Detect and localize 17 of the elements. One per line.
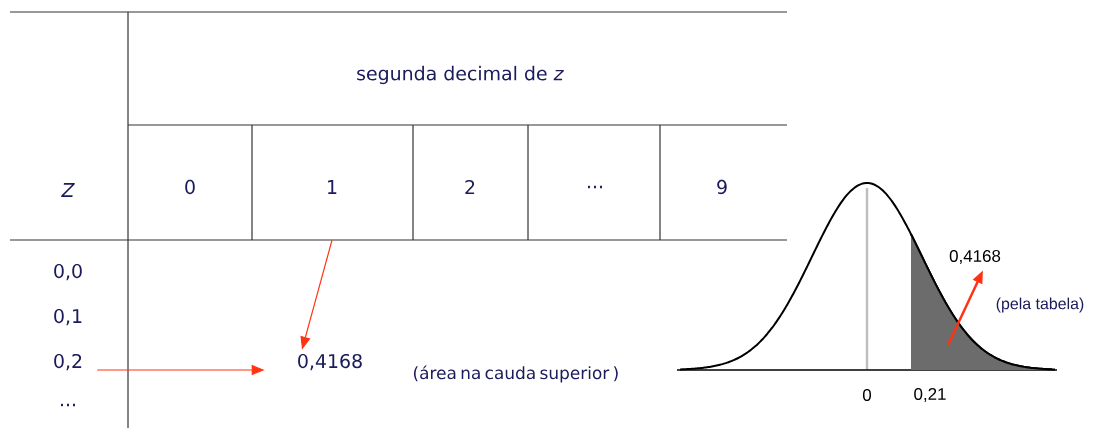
column-header: 1 [328, 180, 337, 194]
row-label: ... [61, 403, 75, 407]
column-header: 2 [465, 180, 475, 195]
edge-label: (pela tabela) [994, 296, 1086, 314]
table-value: 0,4168 [298, 353, 362, 371]
column-header: 0 [185, 179, 195, 195]
row-label: 0,1 [54, 308, 82, 326]
column-heading: segunda decimal de z [357, 65, 564, 85]
row-label: 0,0 [54, 263, 82, 281]
column-header: 9 [717, 179, 727, 195]
row-heading: Z [61, 183, 75, 197]
column-header: ... [588, 185, 602, 189]
area-value: 0,4168 [949, 250, 1001, 264]
note-text: (área na cauda superior ) [413, 365, 618, 383]
row-label: 0,2 [54, 353, 82, 371]
axis-label: 0 [862, 389, 872, 401]
axis-label: 0,21 [914, 388, 946, 402]
